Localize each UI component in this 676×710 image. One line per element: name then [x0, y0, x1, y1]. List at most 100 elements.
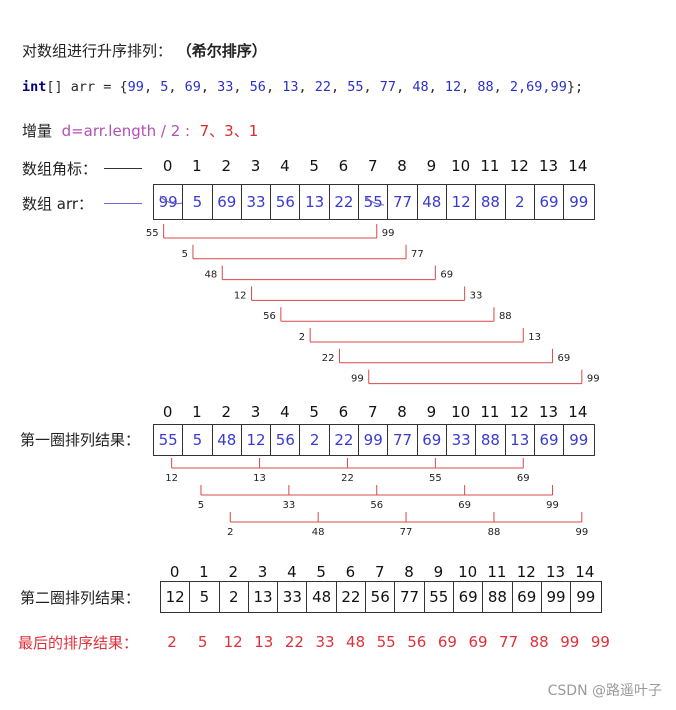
strike-mark-99 — [159, 195, 183, 205]
array-index: 10 — [458, 563, 478, 581]
round1-cell: 77 — [388, 425, 418, 455]
title-text: 对数组进行升序排列： — [22, 42, 173, 60]
code-value: 55 — [347, 79, 364, 95]
code-comma: , — [298, 79, 315, 95]
array-index: 13 — [546, 563, 566, 581]
array-index: 12 — [509, 157, 529, 175]
original-cell: 48 — [418, 185, 447, 219]
code-keyword: int — [22, 79, 47, 95]
page-title: 对数组进行升序排列： （希尔排序） — [22, 40, 267, 61]
original-cell: 33 — [242, 185, 272, 219]
final-value: 55 — [376, 633, 396, 651]
final-value: 99 — [590, 633, 610, 651]
round1-cell: 56 — [271, 425, 301, 455]
round2-cell: 99 — [542, 582, 572, 612]
gap3-group-value: 55 — [429, 473, 442, 484]
original-cell: 88 — [476, 185, 506, 219]
gap7-pair-left: 56 — [263, 311, 276, 322]
gap7-pair-left: 55 — [146, 228, 159, 239]
array-index: 4 — [280, 403, 290, 421]
code-value: 13 — [282, 79, 299, 95]
gap3-group-value: 77 — [400, 527, 413, 538]
round1-cell: 55 — [154, 425, 184, 455]
code-comma: , — [428, 79, 445, 95]
round1-cell: 2 — [300, 425, 330, 455]
array-index: 1 — [192, 157, 202, 175]
index-label: 数组角标： — [22, 160, 98, 178]
code-value: 5 — [160, 79, 169, 95]
title-method: （希尔排序） — [176, 42, 267, 60]
code-comma: , — [461, 79, 478, 95]
array-index: 0 — [169, 563, 180, 581]
round1-cell: 69 — [535, 425, 565, 455]
round2-label: 第二圈排列结果： — [20, 589, 141, 607]
code-value: 99 — [127, 79, 144, 95]
code-comma: , — [493, 79, 510, 95]
watermark: CSDN @路遥叶子 — [547, 683, 662, 699]
array-index: 8 — [404, 563, 414, 581]
round1-cell: 13 — [506, 425, 535, 455]
round1-cell: 5 — [183, 425, 213, 455]
array-index: 14 — [575, 563, 595, 581]
code-value: 48 — [412, 79, 429, 95]
final-value: 2 — [167, 633, 177, 651]
code-value: 22 — [314, 79, 331, 95]
original-cell: 77 — [388, 185, 418, 219]
round2-cell: 5 — [190, 582, 220, 612]
round2-cell: 77 — [395, 582, 425, 612]
round2-cell: 48 — [307, 582, 337, 612]
gap7-pair-left: 12 — [234, 290, 247, 301]
original-cell: 99 — [569, 193, 589, 211]
array-index: 4 — [287, 563, 297, 581]
code-comma: , — [233, 79, 250, 95]
array-index: 7 — [374, 563, 385, 581]
original-cell: 5 — [183, 185, 213, 219]
gap7-pair-right: 33 — [470, 290, 483, 301]
gap7-pair-left: 22 — [322, 353, 335, 364]
array-index: 0 — [162, 403, 173, 421]
gap7-pair-right: 13 — [528, 332, 541, 343]
array-index: 4 — [280, 157, 290, 175]
round2-cell: 69 — [513, 582, 542, 612]
array-index: 6 — [338, 403, 349, 421]
gap3-group-value: 69 — [517, 473, 530, 484]
array-index: 3 — [250, 403, 261, 421]
gap3-group-value: 2 — [227, 527, 233, 538]
array-index: 0 — [162, 157, 173, 175]
code-value: 77 — [379, 79, 397, 95]
gap3-group-value: 5 — [198, 500, 204, 511]
code-value: 2,69,99 — [509, 79, 567, 95]
code-comma: , — [143, 79, 161, 95]
code-comma: , — [363, 79, 380, 95]
increment-line: 增量 d=arr.length / 2 : 7、3、1 — [22, 120, 258, 141]
round1-cell: 69 — [418, 425, 447, 455]
code-value: 88 — [477, 79, 494, 95]
gap7-pair-right: 99 — [587, 374, 600, 385]
round1-cell: 99 — [359, 425, 389, 455]
round2-cell: 12 — [161, 582, 191, 612]
increment-values: 7、3、1 — [199, 122, 259, 140]
gap3-group-value: 12 — [165, 473, 178, 484]
gap7-pair-right: 77 — [411, 249, 424, 260]
original-cell: 2 — [506, 185, 535, 219]
final-value: 69 — [468, 633, 488, 651]
final-value: 69 — [437, 633, 457, 651]
array-index: 1 — [199, 563, 209, 581]
code-value: 69 — [184, 79, 201, 95]
strike-mark-55 — [364, 195, 385, 206]
gap3-group-value: 88 — [488, 527, 501, 538]
array-index: 9 — [433, 563, 444, 581]
gap7-pair-right: 88 — [499, 311, 512, 322]
gap3-group-value: 56 — [370, 500, 383, 511]
array-index: 12 — [509, 403, 529, 421]
final-value: 13 — [254, 633, 274, 651]
array-index: 5 — [309, 403, 319, 421]
gap7-pair-left: 99 — [351, 374, 364, 385]
round1-cell: 12 — [242, 425, 272, 455]
array-index: 9 — [426, 157, 437, 175]
final-value: 12 — [223, 633, 243, 651]
array-index: 9 — [426, 403, 437, 421]
original-cell: 12 — [447, 185, 477, 219]
